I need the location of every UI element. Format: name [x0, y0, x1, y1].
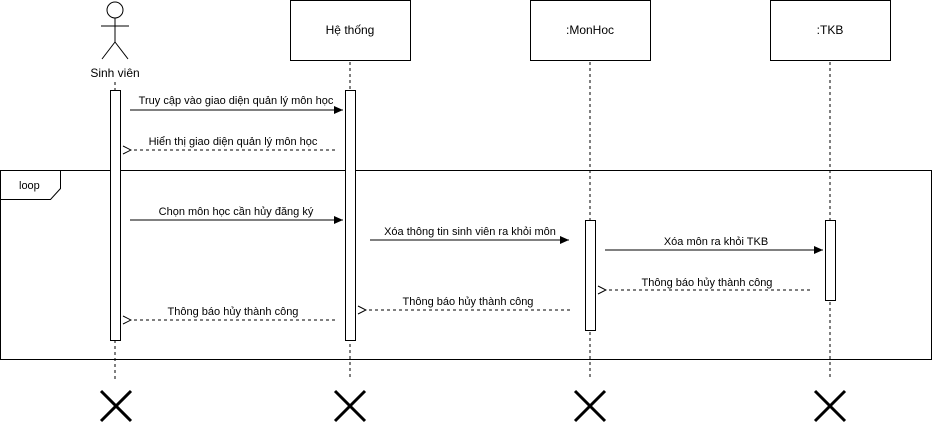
actor-sinh-vien: Sinh viên [90, 1, 140, 80]
participant-label: :MonHoc [566, 23, 614, 37]
participant-monhoc: :MonHoc [530, 0, 651, 61]
activation-monhoc [585, 220, 596, 331]
actor-label: Sinh viên [90, 66, 139, 80]
participant-he-thong: Hệ thống [290, 0, 411, 61]
destroy-tkb [813, 389, 847, 423]
message-label: Hiển thị giao diện quản lý môn học [149, 136, 318, 148]
loop-label: loop [19, 180, 40, 192]
loop-frame [0, 170, 932, 360]
message-thong-bao-monhoc: Thông báo hủy thành công [366, 296, 570, 310]
stick-figure-icon [101, 1, 129, 60]
message-truy-cap: Truy cập vào giao diện quản lý môn học [130, 95, 343, 114]
message-xoa-thong-tin: Xóa thông tin sinh viên ra khỏi môn [370, 226, 569, 244]
destroy-monhoc [573, 389, 607, 423]
participant-label: :TKB [817, 23, 844, 37]
message-label: Thông báo hủy thành công [403, 296, 534, 308]
message-label: Thông báo hủy thành công [642, 277, 773, 289]
message-label: Chọn môn học cần hủy đăng ký [159, 206, 314, 218]
message-hien-thi: Hiển thị giao diện quản lý môn học [131, 136, 335, 150]
destroy-he-thong [333, 389, 367, 423]
activation-he-thong [345, 90, 356, 341]
activation-tkb [825, 220, 836, 301]
destroy-sinh-vien [99, 389, 133, 423]
participant-tkb: :TKB [770, 0, 891, 61]
participant-label: Hệ thống [326, 23, 375, 37]
activation-sinh-vien [110, 90, 121, 341]
loop-fragment: loop [0, 170, 932, 360]
message-chon-mon-hoc: Chọn môn học cần hủy đăng ký [130, 206, 343, 224]
message-label: Truy cập vào giao diện quản lý môn học [139, 95, 334, 107]
message-thong-bao-he-thong: Thông báo hủy thành công [131, 306, 335, 320]
message-label: Xóa thông tin sinh viên ra khỏi môn [384, 226, 556, 238]
loop-tab [0, 170, 61, 200]
message-thong-bao-tkb: Thông báo hủy thành công [606, 277, 810, 290]
message-xoa-mon: Xóa môn ra khỏi TKB [605, 236, 823, 254]
message-label: Xóa môn ra khỏi TKB [664, 236, 768, 248]
message-label: Thông báo hủy thành công [168, 306, 299, 318]
